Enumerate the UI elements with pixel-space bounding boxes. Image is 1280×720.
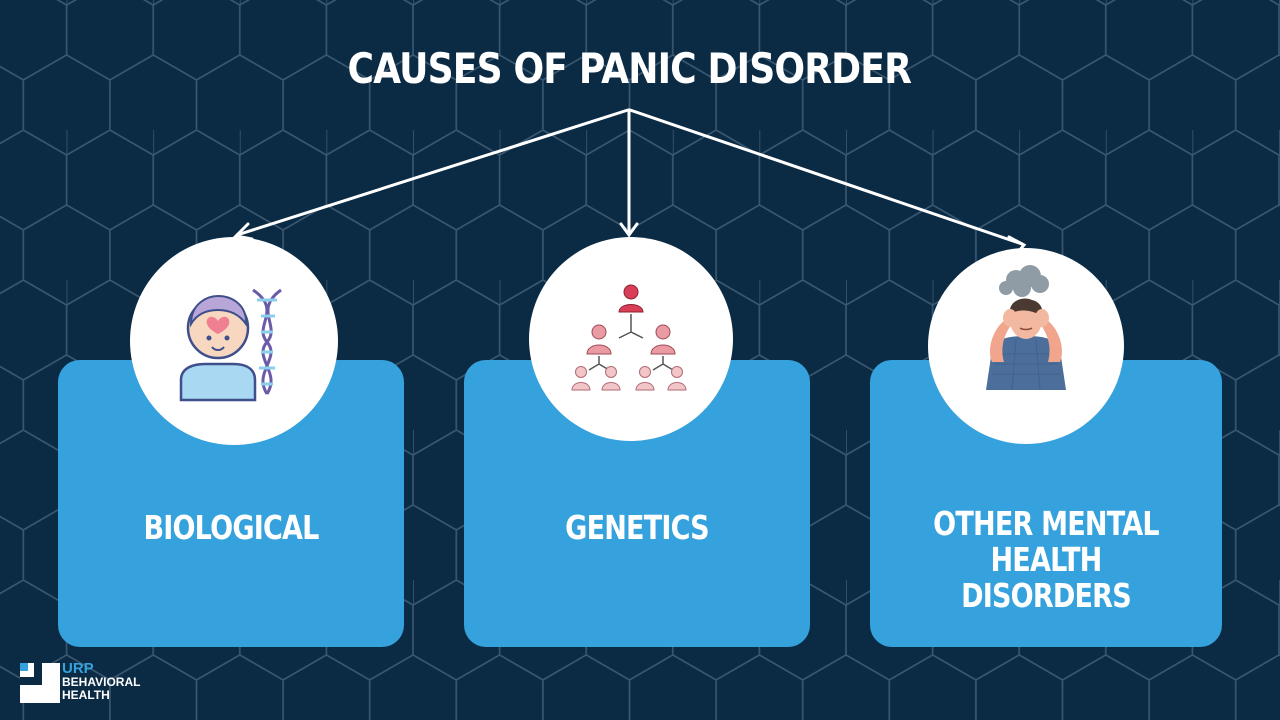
other-disorders-icon-circle xyxy=(928,248,1124,444)
family-tree-icon xyxy=(571,284,687,391)
brand-logo: URP BEHAVIORAL HEALTH xyxy=(20,661,180,705)
logo-mark-icon xyxy=(20,663,60,703)
logo-line-health: HEALTH xyxy=(62,688,110,702)
logo-line-behavioral: BEHAVIORAL xyxy=(62,675,141,689)
distressed-person-icon xyxy=(986,265,1066,391)
logo-text: URP BEHAVIORAL HEALTH xyxy=(62,661,140,702)
cause-card-genetics: GENETICS xyxy=(464,360,810,647)
logo-line-urp: URP xyxy=(62,660,94,677)
arrowhead-genetics xyxy=(619,222,639,238)
dna-head-icon xyxy=(179,288,282,402)
diagram-title: CAUSES OF PANIC DISORDER xyxy=(347,44,912,93)
cause-label-genetics: GENETICS xyxy=(565,508,709,547)
biological-icon-circle xyxy=(130,237,338,445)
arrow-to-biological xyxy=(235,108,630,237)
cause-label-biological: BIOLOGICAL xyxy=(143,508,319,547)
genetics-icon-circle xyxy=(529,237,733,441)
arrow-to-other-disorders xyxy=(628,108,1024,246)
cause-label-other-disorders: OTHER MENTAL HEALTH DISORDERS xyxy=(933,504,1159,615)
